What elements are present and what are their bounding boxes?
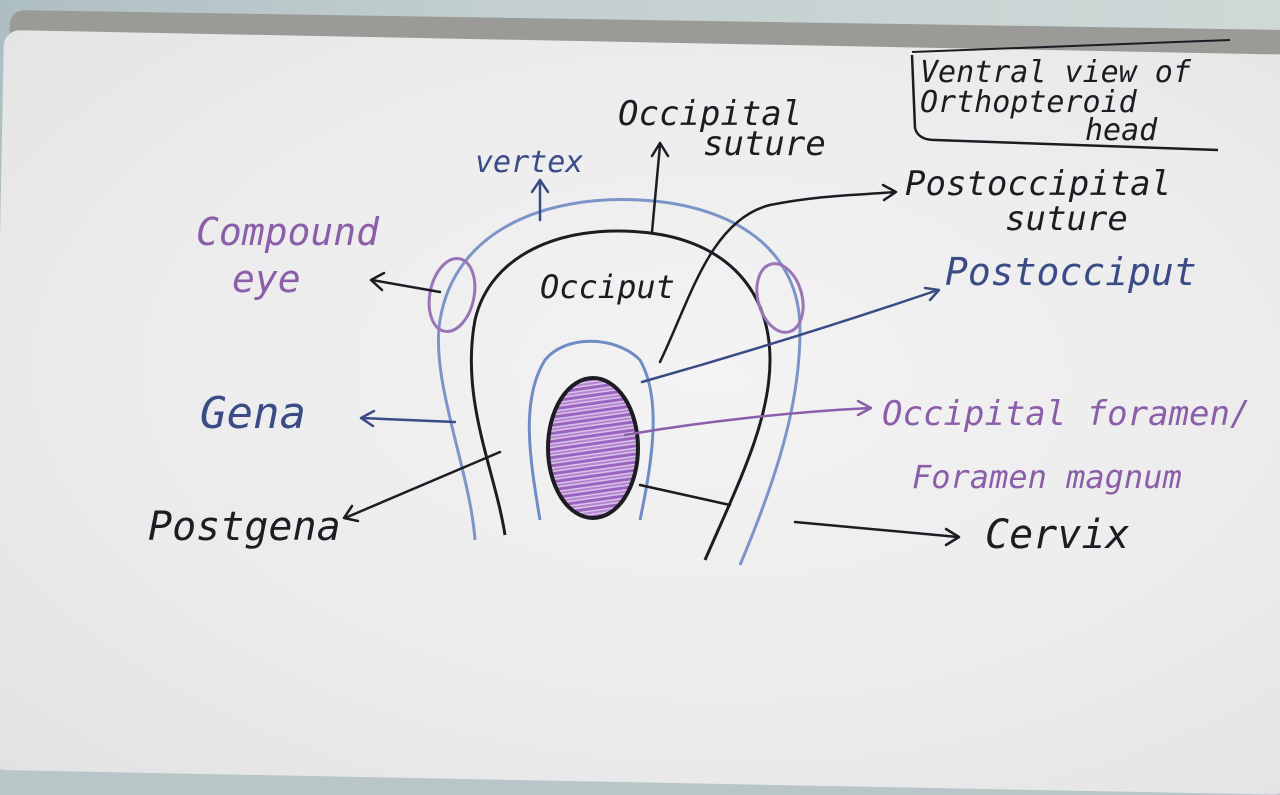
occipital-foramen-arrow xyxy=(623,399,873,437)
label-postocciput: Postocciput xyxy=(945,250,1197,294)
compound-eye-arrow xyxy=(369,271,442,294)
label-occipital-suture-1: Occipital xyxy=(618,94,802,134)
label-foramen-magnum: Foramen magnum xyxy=(912,458,1182,496)
title-box-border xyxy=(910,54,1219,152)
label-compound-eye-2: eye xyxy=(232,257,301,301)
postgena-arrow xyxy=(342,450,502,523)
compound-eye-left xyxy=(427,257,477,333)
head-outer-outline xyxy=(436,198,802,566)
title-line-3: head xyxy=(1085,113,1158,148)
gena-arrow xyxy=(359,409,457,428)
label-postgena: Postgena xyxy=(148,504,341,550)
insect-head-diagram: Ventral view of Orthopteroid head Occipi… xyxy=(148,39,1250,566)
cervix-leader xyxy=(638,483,732,507)
label-postoccipital-suture-2: suture xyxy=(1005,199,1128,239)
cervix-arrow xyxy=(793,520,961,547)
title-line-1: Ventral view of xyxy=(920,55,1192,90)
label-cervix: Cervix xyxy=(985,512,1130,558)
postocciput-arrow xyxy=(640,286,941,384)
title-box-top xyxy=(911,39,1231,53)
postoccipital-suture-arrow xyxy=(658,183,898,364)
label-vertex: vertex xyxy=(475,145,583,180)
label-gena: Gena xyxy=(200,388,306,439)
occipital-suture-arrow xyxy=(650,141,670,234)
title-line-2: Orthopteroid xyxy=(920,85,1138,120)
label-postoccipital-suture-1: Postoccipital xyxy=(905,164,1171,204)
label-compound-eye-1: Compound xyxy=(196,210,380,254)
vertex-arrow xyxy=(530,178,550,222)
compound-eye-right xyxy=(755,262,805,334)
occiput-outline xyxy=(469,229,772,561)
label-occipital-suture-2: suture xyxy=(703,124,826,164)
label-occipital-foramen: Occipital foramen/ xyxy=(882,394,1250,434)
occipital-foramen xyxy=(546,376,640,520)
label-occiput: Occiput xyxy=(540,268,675,306)
